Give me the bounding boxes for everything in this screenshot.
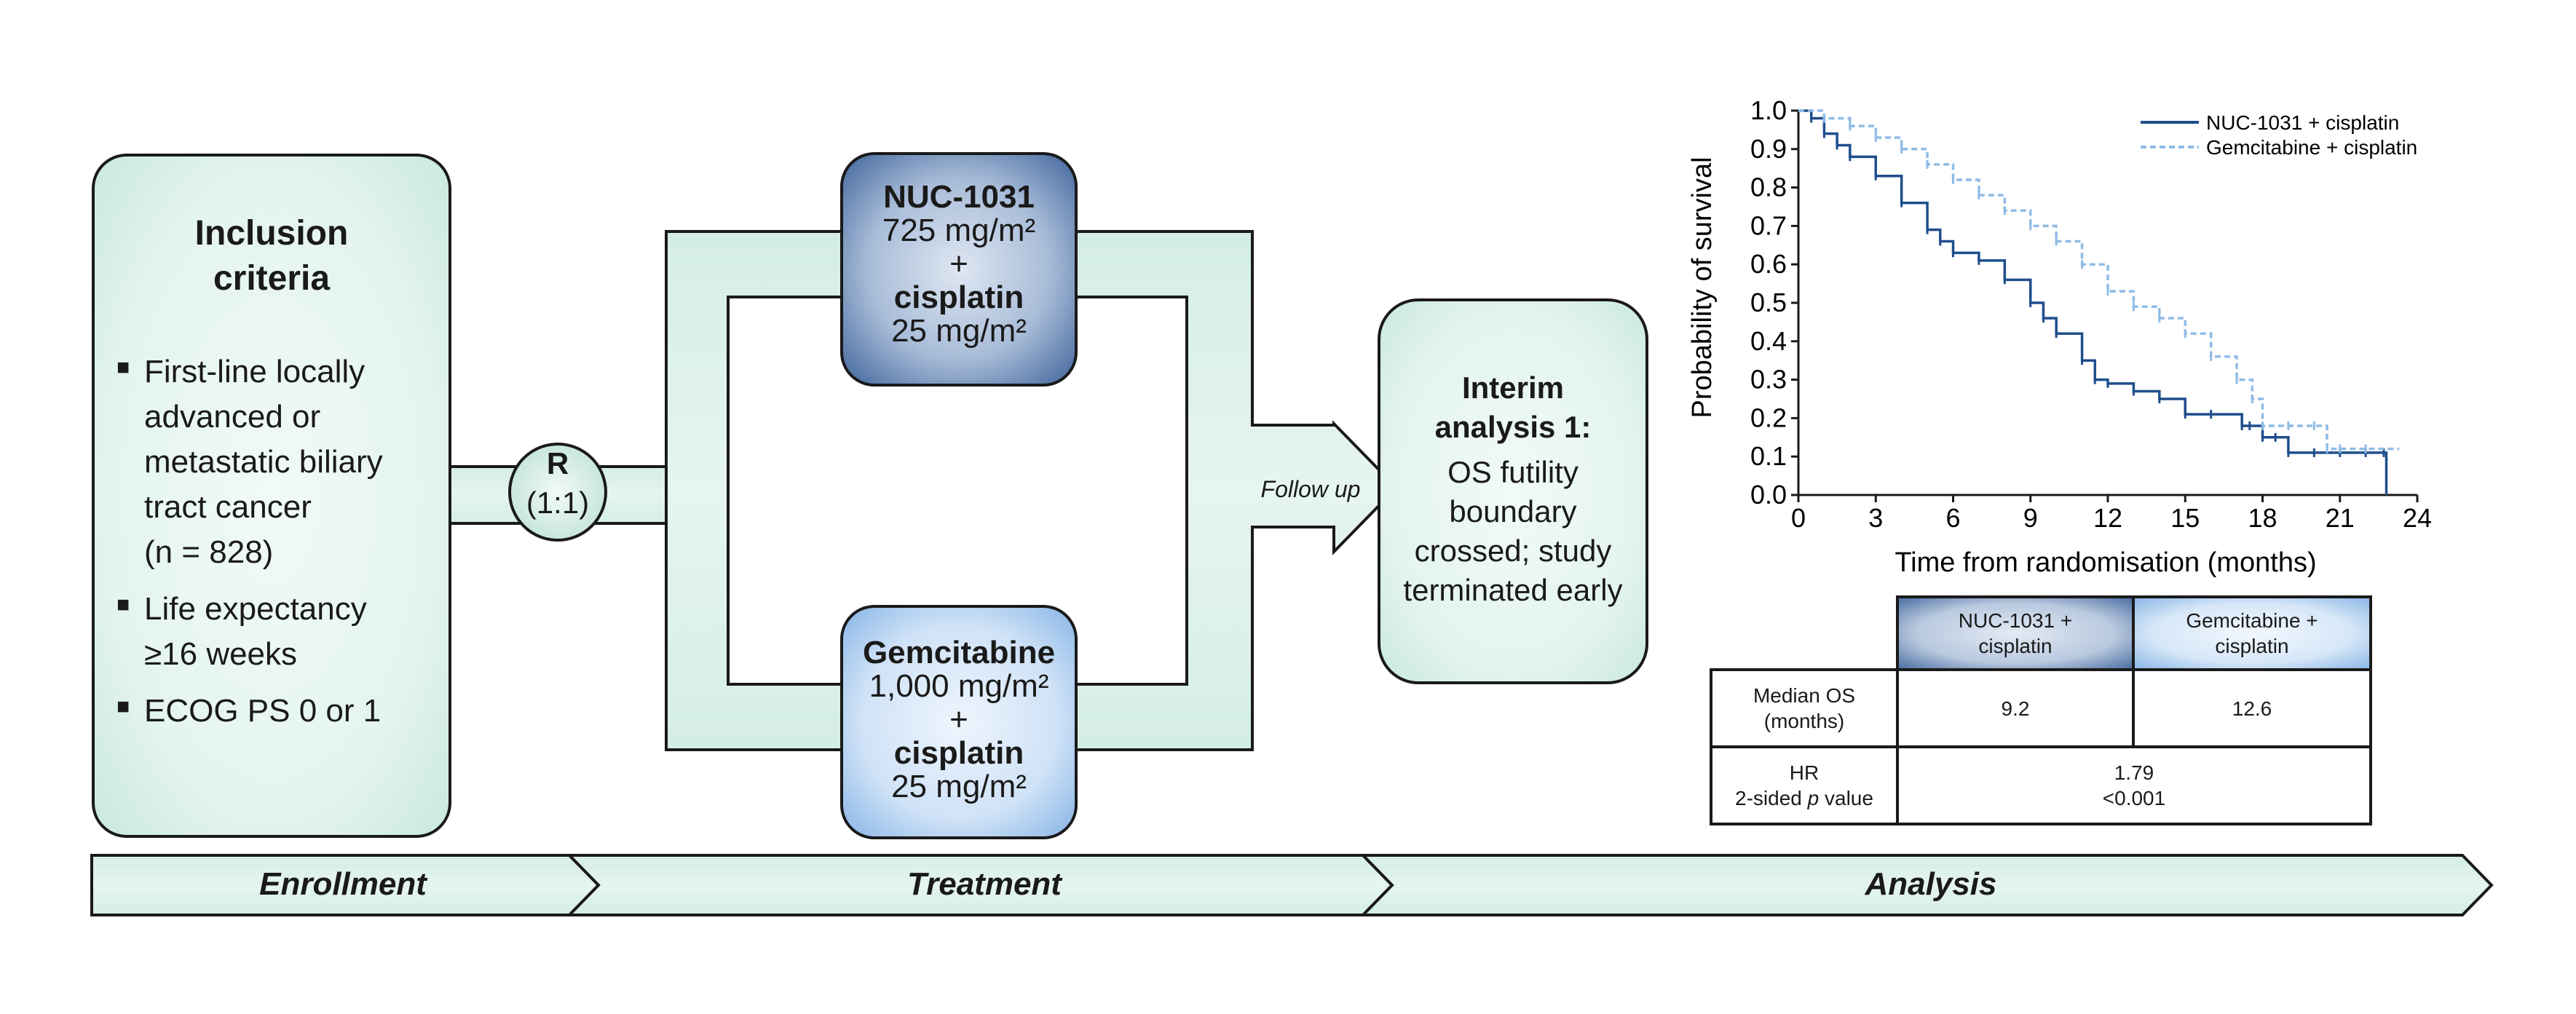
x-tick-label: 3 (1868, 503, 1883, 533)
y-tick-label: 1.0 (1750, 95, 1787, 125)
nuc-arm-text: NUC-1031 725 mg/m² + cisplatin 25 mg/m² (842, 181, 1076, 348)
y-tick-label: 0.2 (1750, 403, 1787, 432)
phase-analysis-banner (1359, 854, 2494, 916)
y-axis-label: Probability of survival (1687, 157, 1718, 418)
chart-axes: 0 3 6 9 12 15 18 21 24 0.0 0.1 0.2 0.3 0.4 0.5 0.6 0.7 0.… (1750, 95, 2432, 533)
x-tick-label: 18 (2248, 503, 2277, 533)
plus-sign: + (949, 246, 968, 282)
nuc-drug: NUC-1031 (883, 179, 1035, 215)
x-tick-label: 21 (2326, 503, 2355, 533)
nuc-arm-box (840, 152, 1078, 387)
randomisation-label: R (1:1) (526, 446, 590, 520)
gem-arm-box (840, 605, 1078, 839)
inclusion-criteria-box: Inclusion criteria ■ First-line locally … (92, 154, 451, 838)
bullet-marker: ■ (116, 694, 130, 718)
bullet-item: ■ ECOG PS 0 or 1 (115, 689, 443, 734)
cell-median-os-gem: 12.6 (2132, 668, 2372, 748)
y-tick-label: 0.1 (1750, 441, 1787, 471)
phase-enrollment-label: Enrollment (259, 866, 427, 902)
gem-combo: cisplatin (893, 735, 1024, 771)
row-label-median-os: Median OS (months) (1710, 668, 1899, 748)
bullet-item: ■ First-line locally advanced or metasta… (115, 349, 443, 575)
y-tick-label: 0.9 (1750, 134, 1787, 164)
legend-label-gem: Gemcitabine + cisplatin (2206, 136, 2417, 159)
interim-title: Interim analysis 1: (1434, 371, 1592, 444)
header-nuc: NUC-1031 + cisplatin (1896, 595, 2135, 671)
bullet-marker: ■ (116, 355, 130, 379)
bullet-item: ■ Life expectancy ≥16 weeks (115, 587, 443, 677)
plus-sign: + (949, 702, 968, 737)
km-survival-chart: 0 3 6 9 12 15 18 21 24 0.0 0.1 0.2 0.3 0.4 0.5 0.6 0.7 0.… (1687, 95, 2432, 578)
series-line-gem (1798, 109, 2400, 451)
chart-series (1798, 109, 2400, 495)
x-tick-label: 15 (2170, 503, 2200, 533)
cell-median-os-nuc: 9.2 (1896, 668, 2135, 748)
gem-dose: 1,000 mg/m² (869, 668, 1049, 704)
follow-up-label: Follow up (1260, 476, 1361, 502)
gem-drug: Gemcitabine (862, 635, 1056, 670)
hr-pvalue-label: 2-sided p value (1735, 787, 1873, 809)
x-tick-label: 24 (2403, 503, 2432, 533)
row-label-hr: HR 2-sided p value (1710, 745, 1899, 825)
phase-treatment-label: Treatment (907, 866, 1062, 902)
y-tick-label: 0.8 (1750, 173, 1787, 202)
y-tick-label: 0.0 (1750, 480, 1787, 510)
y-tick-label: 0.7 (1750, 210, 1787, 240)
nuc-combo: cisplatin (893, 280, 1024, 315)
y-tick-label: 0.5 (1750, 288, 1787, 317)
y-tick-label: 0.4 (1750, 326, 1787, 356)
randomisation-circle (508, 443, 607, 542)
x-tick-label: 9 (2023, 503, 2038, 533)
interim-result: OS futility boundary crossed; study term… (1403, 455, 1623, 607)
inclusion-title: Inclusion criteria (194, 214, 349, 298)
x-tick-label: 6 (1945, 503, 1960, 533)
gem-combo-dose: 25 mg/m² (891, 769, 1027, 804)
phase-analysis-label: Analysis (1865, 866, 1997, 902)
bullet-marker: ■ (116, 593, 130, 617)
nuc-combo-dose: 25 mg/m² (891, 313, 1027, 349)
interim-analysis-box: Interim analysis 1: OS futility boundary… (1378, 298, 1648, 684)
gem-arm-text: Gemcitabine 1,000 mg/m² + cisplatin 25 m… (842, 636, 1076, 804)
results-table: NUC-1031 + cisplatin Gemcitabine + cispl… (1710, 595, 2372, 828)
nuc-dose: 725 mg/m² (882, 213, 1036, 248)
cell-hr-value: 1.79 <0.001 (1896, 745, 2372, 825)
x-tick-label: 0 (1791, 503, 1806, 533)
inclusion-bullets: ■ First-line locally advanced or metasta… (115, 349, 443, 734)
legend-label-nuc: NUC-1031 + cisplatin (2206, 111, 2399, 134)
y-tick-label: 0.3 (1750, 365, 1787, 395)
y-tick-label: 0.6 (1750, 249, 1787, 279)
series-line-nuc (1798, 109, 2388, 495)
chart-legend: NUC-1031 + cisplatin Gemcitabine + cispl… (2141, 111, 2417, 159)
x-axis-label: Time from randomisation (months) (1895, 547, 2316, 578)
header-gem: Gemcitabine + cisplatin (2132, 595, 2372, 671)
x-tick-label: 12 (2093, 503, 2122, 533)
